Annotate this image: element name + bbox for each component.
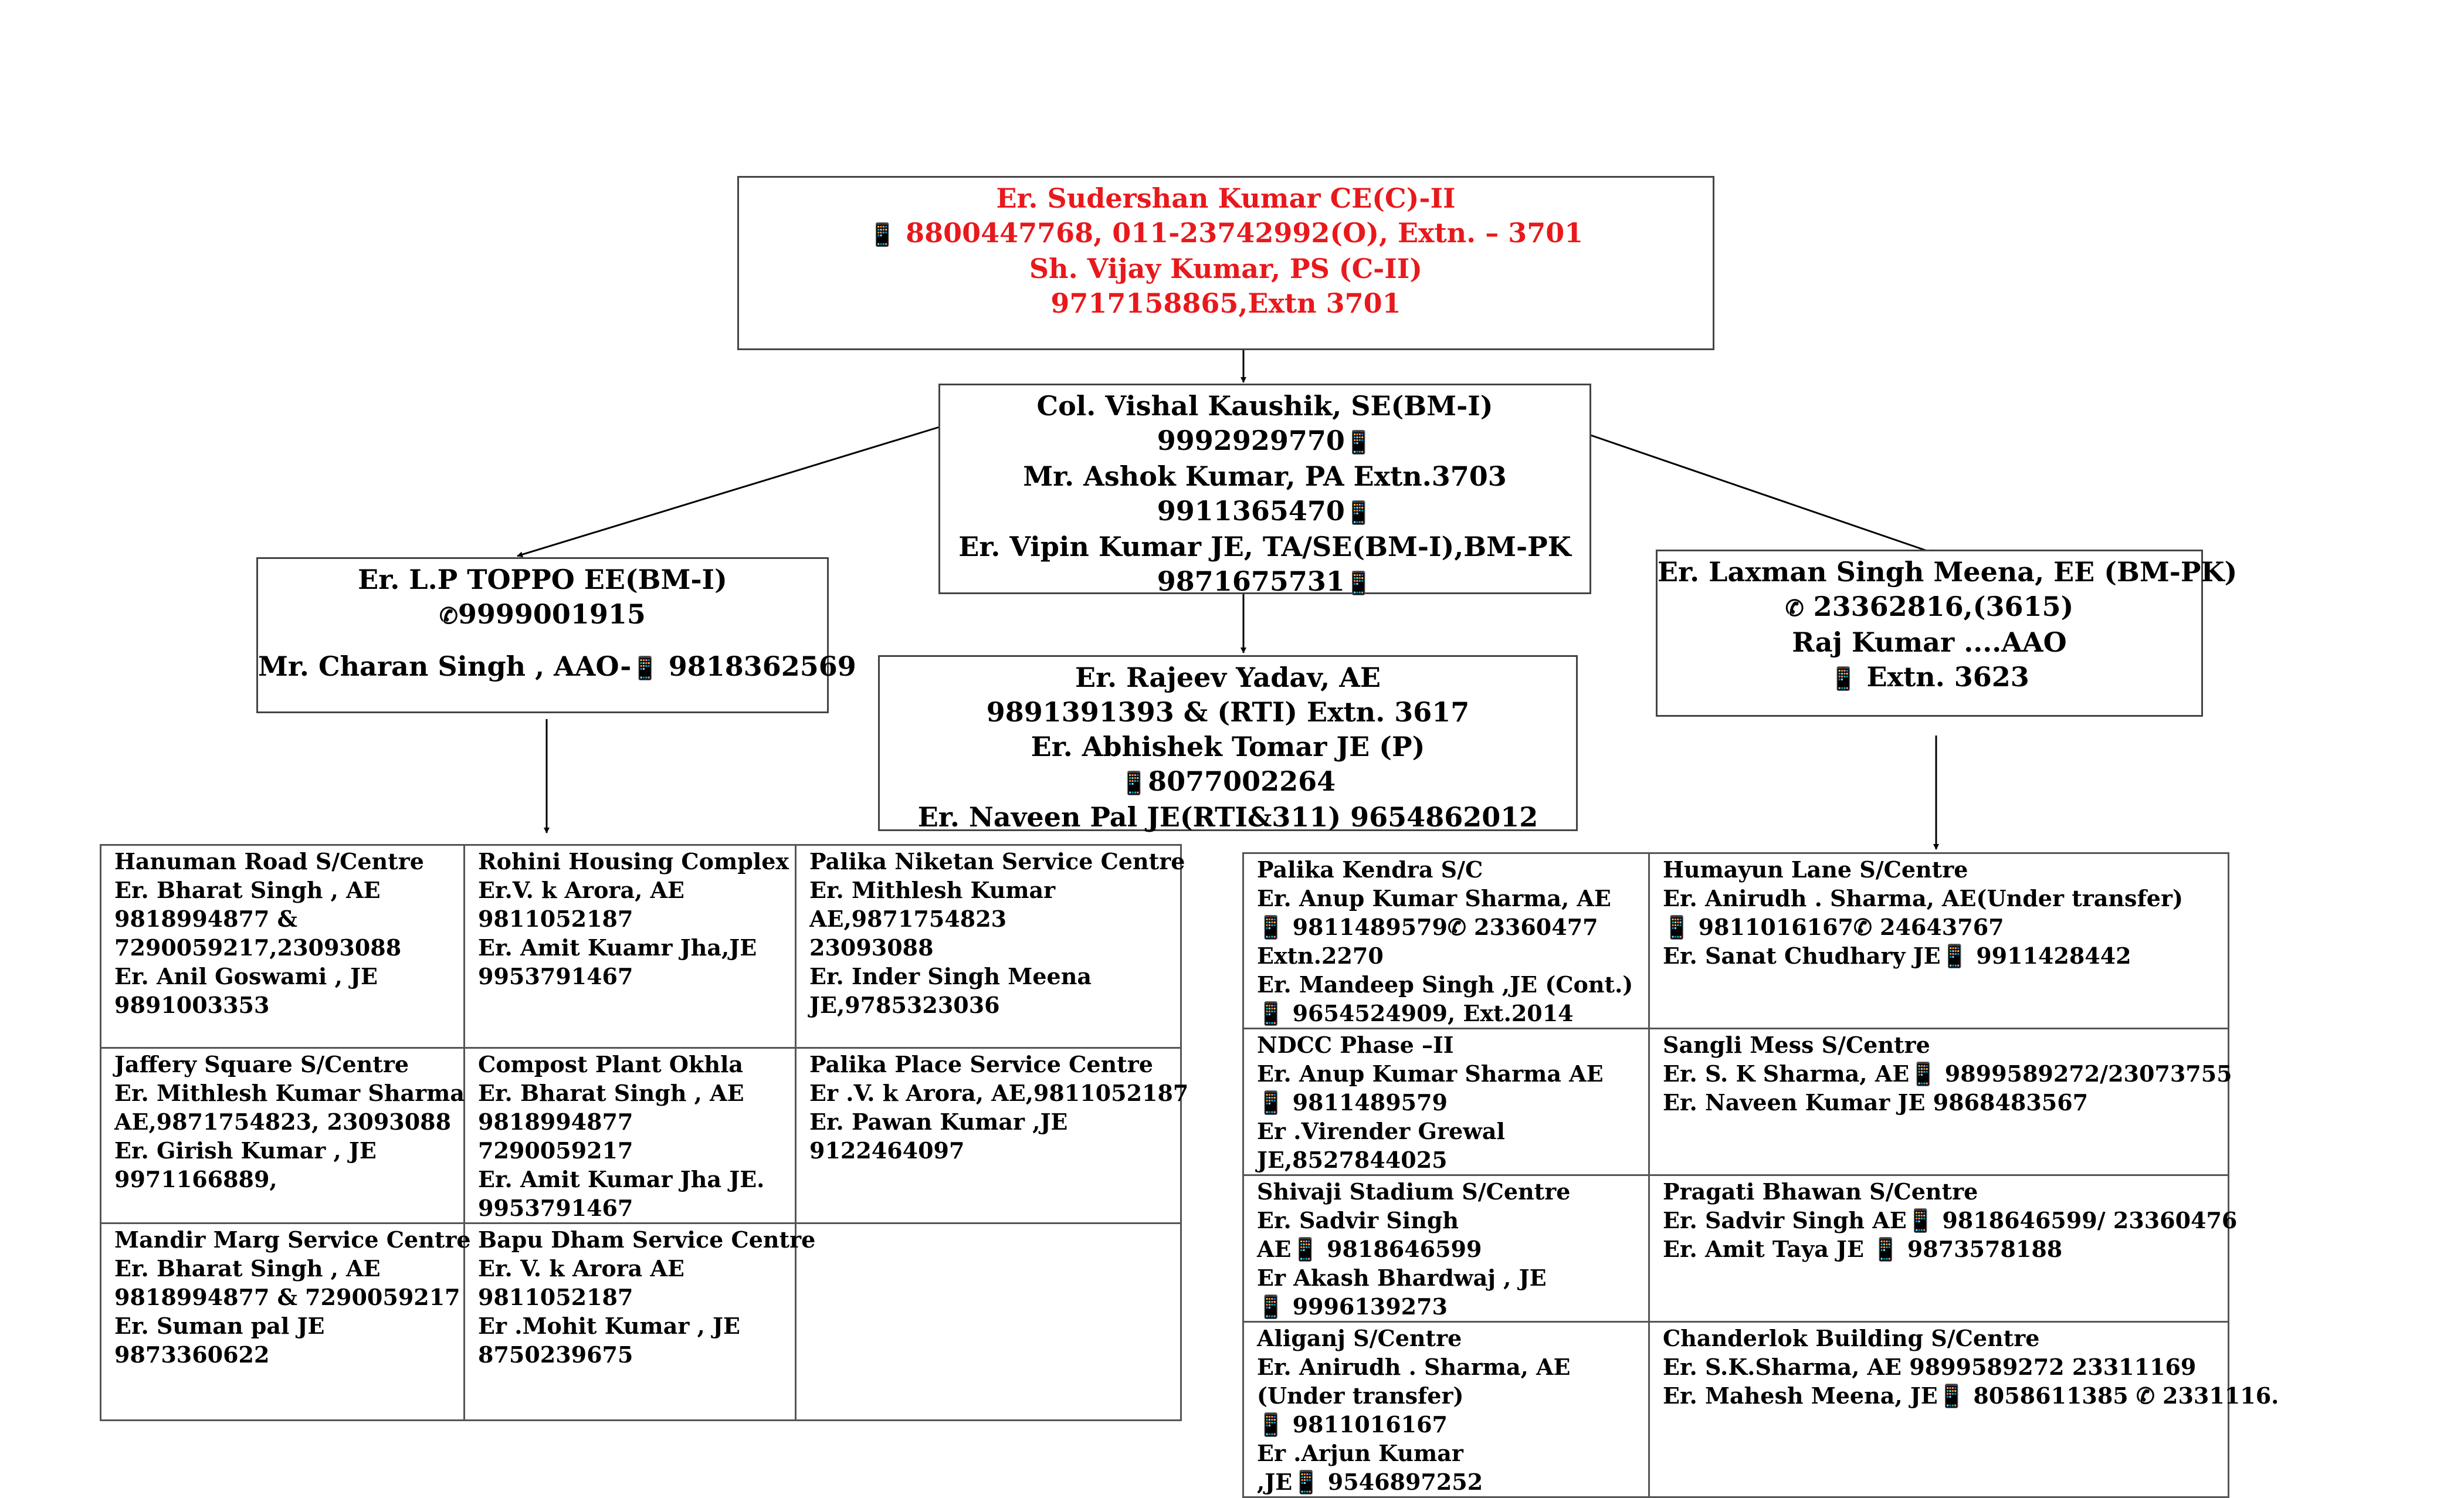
mobile-icon: 📱 xyxy=(1257,1000,1285,1026)
mobile-icon: 📱 xyxy=(1829,665,1858,692)
cell-aliganj: Aliganj S/Centre Er. Anirudh . Sharma, A… xyxy=(1242,1321,1650,1498)
centre-title: Chanderlok Building S/Centre xyxy=(1663,1325,2040,1351)
aao-phone: 9818362569 xyxy=(668,650,856,682)
cell-palika-kendra: Palika Kendra S/C Er. Anup Kumar Sharma,… xyxy=(1242,852,1650,1029)
left-service-centres-table: Hanuman Road S/Centre Er. Bharat Singh ,… xyxy=(100,844,1188,1421)
phone-icon: ✆ xyxy=(439,602,458,629)
mobile-icon: 📱 xyxy=(1940,943,1968,969)
mobile-icon: 📱 xyxy=(1909,1060,1937,1087)
centre-title: Pragati Bhawan S/Centre xyxy=(1663,1178,1978,1205)
mobile-icon: 📱 xyxy=(1663,914,1691,940)
centre-title: NDCC Phase –II xyxy=(1257,1032,1454,1058)
ce-phone: 8800447768, 011-23742992(O), Extn. – 370… xyxy=(906,217,1584,249)
centre-title: Aliganj S/Centre xyxy=(1257,1325,1462,1351)
ee-bm-i-box: Er. L.P TOPPO EE(BM-I) ✆9999001915 Mr. C… xyxy=(256,557,856,713)
table-row: Palika Kendra S/C Er. Anup Kumar Sharma,… xyxy=(1242,852,2229,1029)
centre-title: Shivaji Stadium S/Centre xyxy=(1257,1178,1571,1205)
ps-name: Sh. Vijay Kumar, PS (C-II) xyxy=(1029,253,1423,284)
cell-ndcc-phase-ii: NDCC Phase –II Er. Anup Kumar Sharma AE … xyxy=(1242,1028,1650,1176)
aao-name: Mr. Charan Singh , AAO- xyxy=(258,650,632,682)
table-row: Aliganj S/Centre Er. Anirudh . Sharma, A… xyxy=(1242,1321,2279,1498)
table-row: Jaffery Square S/Centre Er. Mithlesh Kum… xyxy=(100,1047,1188,1224)
mobile-icon: 📱 xyxy=(1872,1236,1900,1262)
phone-icon: ✆ xyxy=(2136,1382,2155,1409)
table-row: Hanuman Road S/Centre Er. Bharat Singh ,… xyxy=(100,844,1185,1049)
ae-middle-box: Er. Rajeev Yadav, AE 9891391393 & (RTI) … xyxy=(878,655,1578,833)
centre-title: Bapu Dham Service Centre xyxy=(478,1226,816,1253)
table-row: Shivaji Stadium S/Centre Er. Sadvir Sing… xyxy=(1242,1174,2237,1323)
arrow-se-to-ee-right xyxy=(1590,434,1936,555)
ps-phone: 9717158865,Extn 3701 xyxy=(1050,287,1401,319)
cell-rohini-housing: Rohini Housing Complex Er.V. k Arora, AE… xyxy=(463,844,797,1049)
je-rti-name: Er. Naveen Pal JE(RTI&311) 9654862012 xyxy=(917,801,1538,833)
mobile-icon: 📱 xyxy=(1257,1411,1285,1438)
mobile-icon: 📱 xyxy=(1937,1382,1966,1409)
ta-name: Er. Vipin Kumar JE, TA/SE(BM-I),BM-PK xyxy=(958,531,1571,562)
je-phone: 8077002264 xyxy=(1148,765,1336,797)
centre-title: Rohini Housing Complex xyxy=(478,848,789,875)
se-phone: 9992929770 xyxy=(1157,425,1345,456)
cell-humayun-lane: Humayun Lane S/Centre Er. Anirudh . Shar… xyxy=(1648,852,2229,1029)
ee-right-phone: 23362816,(3615) xyxy=(1813,591,2074,622)
ae-phone: 9891391393 & (RTI) Extn. 3617 xyxy=(986,696,1470,728)
mobile-icon: 📱 xyxy=(1257,1089,1285,1116)
centre-title: Palika Place Service Centre xyxy=(809,1051,1153,1077)
cell-sangli-mess: Sangli Mess S/Centre Er. S. K Sharma, AE… xyxy=(1648,1028,2232,1176)
aao-right-extn: Extn. 3623 xyxy=(1866,661,2029,693)
mobile-icon: 📱 xyxy=(1291,1236,1319,1262)
centre-title: Sangli Mess S/Centre xyxy=(1663,1032,1930,1058)
cell-empty xyxy=(795,1222,1182,1421)
cell-shivaji-stadium: Shivaji Stadium S/Centre Er. Sadvir Sing… xyxy=(1242,1174,1650,1323)
phone-icon: ✆ xyxy=(1853,914,1872,940)
pa-name: Mr. Ashok Kumar, PA Extn.3703 xyxy=(1023,460,1507,492)
cell-bapu-dham: Bapu Dham Service Centre Er. V. k Arora … xyxy=(463,1222,816,1421)
mobile-icon: 📱 xyxy=(1344,570,1373,596)
table-row: Mandir Marg Service Centre Er. Bharat Si… xyxy=(100,1222,1182,1421)
cell-jaffery-square: Jaffery Square S/Centre Er. Mithlesh Kum… xyxy=(100,1047,465,1224)
ee-left-name: Er. L.P TOPPO EE(BM-I) xyxy=(358,564,727,595)
ee-right-name: Er. Laxman Singh Meena, EE (BM-PK) xyxy=(1658,556,2238,588)
ta-phone: 9871675731 xyxy=(1157,565,1345,597)
centre-title: Palika Niketan Service Centre xyxy=(809,848,1185,875)
ee-bm-pk-box: Er. Laxman Singh Meena, EE (BM-PK) ✆ 233… xyxy=(1656,550,2238,717)
ae-name: Er. Rajeev Yadav, AE xyxy=(1075,662,1381,693)
mobile-icon: 📱 xyxy=(1344,429,1373,455)
cell-hanuman-road: Hanuman Road S/Centre Er. Bharat Singh ,… xyxy=(100,844,465,1049)
mobile-icon: 📱 xyxy=(631,655,659,681)
mobile-icon: 📱 xyxy=(1257,914,1285,940)
se-name: Col. Vishal Kaushik, SE(BM-I) xyxy=(1036,390,1493,422)
centre-title: Humayun Lane S/Centre xyxy=(1663,856,1968,883)
mobile-icon: 📱 xyxy=(1906,1207,1935,1233)
cell-palika-niketan: Palika Niketan Service Centre Er. Mithle… xyxy=(795,844,1185,1049)
mobile-icon: 📱 xyxy=(868,221,897,248)
je-name: Er. Abhishek Tomar JE (P) xyxy=(1031,731,1425,762)
centre-title: Palika Kendra S/C xyxy=(1257,856,1483,883)
ce-name: Er. Sudershan Kumar CE(C)-II xyxy=(996,182,1456,214)
cell-mandir-marg: Mandir Marg Service Centre Er. Bharat Si… xyxy=(100,1222,471,1421)
cell-palika-place: Palika Place Service Centre Er .V. k Aro… xyxy=(795,1047,1188,1224)
mobile-icon: 📱 xyxy=(1344,499,1373,526)
centre-title: Jaffery Square S/Centre xyxy=(114,1051,409,1077)
aao-right-name: Raj Kumar ....AAO xyxy=(1792,626,2067,658)
cell-compost-plant: Compost Plant Okhla Er. Bharat Singh , A… xyxy=(463,1047,797,1224)
pa-phone: 9911365470 xyxy=(1157,495,1345,527)
centre-title: Mandir Marg Service Centre xyxy=(114,1226,471,1253)
phone-icon: ✆ xyxy=(1785,595,1804,621)
ee-left-phone: 9999001915 xyxy=(457,598,646,630)
arrow-se-to-ee-left xyxy=(517,425,942,558)
mobile-icon: 📱 xyxy=(1292,1469,1320,1495)
superintending-engineer-box: Col. Vishal Kaushik, SE(BM-I) 9992929770… xyxy=(938,384,1591,597)
mobile-icon: 📱 xyxy=(1120,770,1148,796)
right-service-centres-table: Palika Kendra S/C Er. Anup Kumar Sharma,… xyxy=(1242,852,2279,1498)
table-row: NDCC Phase –II Er. Anup Kumar Sharma AE … xyxy=(1242,1028,2232,1176)
mobile-icon: 📱 xyxy=(1257,1293,1285,1320)
centre-title: Compost Plant Okhla xyxy=(478,1051,744,1077)
phone-icon: ✆ xyxy=(1447,914,1466,940)
chief-engineer-box: Er. Sudershan Kumar CE(C)-II 📱 880044776… xyxy=(737,176,1714,350)
cell-chanderlok-building: Chanderlok Building S/Centre Er. S.K.Sha… xyxy=(1648,1321,2279,1498)
cell-pragati-bhawan: Pragati Bhawan S/Centre Er. Sadvir Singh… xyxy=(1648,1174,2237,1323)
centre-title: Hanuman Road S/Centre xyxy=(114,848,424,875)
